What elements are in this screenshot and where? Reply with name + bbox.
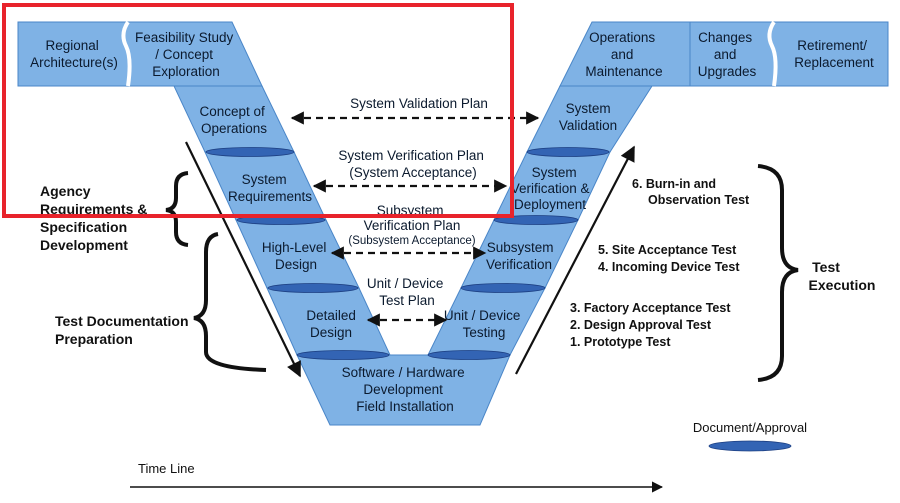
document-disc (526, 147, 610, 157)
test-6-line2: Observation Test (648, 193, 750, 207)
validation-plan-label: System Validation Plan (350, 96, 488, 111)
document-discs (205, 147, 610, 360)
system-validation-label: System Validation (559, 101, 617, 133)
test-execution-label: Test Execution (809, 259, 876, 293)
system-verification-label: System Verification & Deployment (511, 165, 594, 212)
subsystem-acceptance-label: (Subsystem Acceptance) (348, 235, 475, 247)
legend-label: Document/Approval (693, 420, 807, 435)
regional-architecture-box (17, 21, 131, 87)
detailed-design-label: Detailed Design (306, 308, 359, 340)
test-3: 3. Factory Acceptance Test (570, 301, 731, 315)
agency-requirements-label: Agency Requirements & Specification Deve… (40, 183, 151, 253)
document-disc (267, 283, 359, 293)
operations-maintenance-label: Operations and Maintenance (585, 30, 662, 79)
test-execution-brace (757, 164, 799, 382)
test-4: 4. Incoming Device Test (598, 260, 740, 274)
test-2: 2. Design Approval Test (570, 318, 712, 332)
testdoc-brace (193, 232, 267, 372)
software-hardware-label: Software / Hardware Development Field In… (342, 365, 469, 414)
test-5: 5. Site Acceptance Test (598, 243, 737, 257)
document-disc (460, 283, 546, 293)
unit-plan-label: Unit / Device Test Plan (367, 276, 447, 308)
feasibility-divider (121, 20, 132, 87)
retirement-divider (767, 20, 778, 87)
feasibility-study-label: Feasibility Study / Concept Exploration (135, 30, 237, 79)
agency-brace (165, 171, 189, 247)
changes-upgrades-label: Changes and Upgrades (698, 30, 757, 79)
test-6-line1: 6. Burn-in and (632, 177, 716, 191)
legend-disc (708, 440, 792, 452)
concept-of-operations-label: Concept of Operations (199, 104, 268, 136)
regional-architecture-label: Regional Architecture(s) (30, 38, 118, 70)
high-level-design-label: High-Level Design (262, 240, 330, 272)
document-disc (427, 350, 511, 360)
document-disc (296, 350, 390, 360)
timeline-label: Time Line (138, 461, 195, 476)
subsystem-verification-label: Subsystem Verification (486, 240, 557, 272)
system-requirements-label: System Requirements (228, 172, 312, 204)
unit-device-testing-label: Unit / Device Testing (444, 308, 524, 340)
verification-plan-label: System Verification Plan (System Accepta… (338, 148, 487, 180)
document-disc (205, 147, 295, 157)
right-timeline-arrow (515, 145, 635, 375)
retirement-replacement-box (768, 21, 889, 87)
concept-of-operations-box (173, 85, 295, 153)
document-disc (493, 215, 579, 225)
test-1: 1. Prototype Test (570, 335, 671, 349)
retirement-replacement-label: Retirement/ Replacement (794, 38, 874, 70)
left-timeline-arrow (185, 141, 301, 378)
highlight-box (2, 3, 514, 218)
test-documentation-label: Test Documentation Preparation (55, 313, 192, 347)
